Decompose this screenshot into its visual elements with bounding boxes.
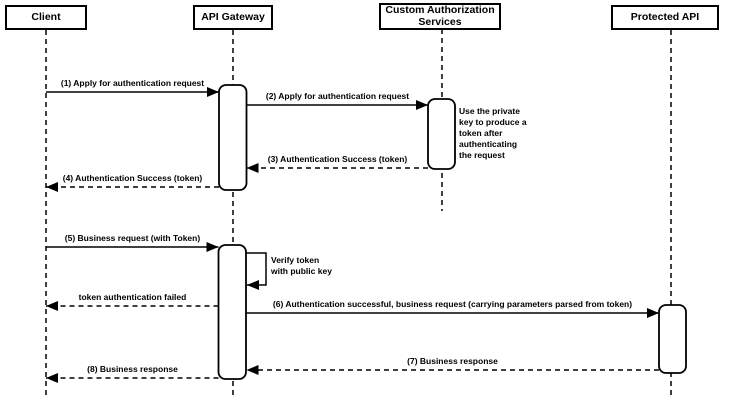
message-4-label: (4) Authentication Success (token)	[62, 173, 203, 183]
message-verify-token-label: Verify token with public key	[271, 255, 332, 276]
activation-api-gateway-2	[217, 244, 247, 380]
message-3-label: (3) Authentication Success (token)	[267, 154, 408, 164]
activation-custom-authorization-services	[427, 98, 456, 170]
actor-custom-authorization-services: Custom Authorization Services	[379, 3, 501, 30]
message-1-label: (1) Apply for authentication request	[60, 78, 205, 88]
actor-protected-api: Protected API	[611, 5, 719, 30]
message-7-label: (7) Business response	[407, 356, 498, 366]
message-verify-token-self-loop	[246, 252, 267, 290]
message-5-label: (5) Business request (with Token)	[64, 233, 201, 243]
actor-client: Client	[5, 5, 87, 30]
activation-api-gateway-1	[218, 84, 248, 191]
activation-protected-api	[658, 304, 687, 374]
message-8-label: (8) Business response	[87, 364, 178, 374]
message-token-failed-label: token authentication failed	[78, 292, 187, 302]
actor-api-gateway: API Gateway	[193, 5, 273, 30]
note-use-private-key: Use the private key to produce a token a…	[459, 106, 527, 160]
message-6-label: (6) Authentication successful, business …	[272, 299, 633, 309]
message-2-label: (2) Apply for authentication request	[265, 91, 410, 101]
